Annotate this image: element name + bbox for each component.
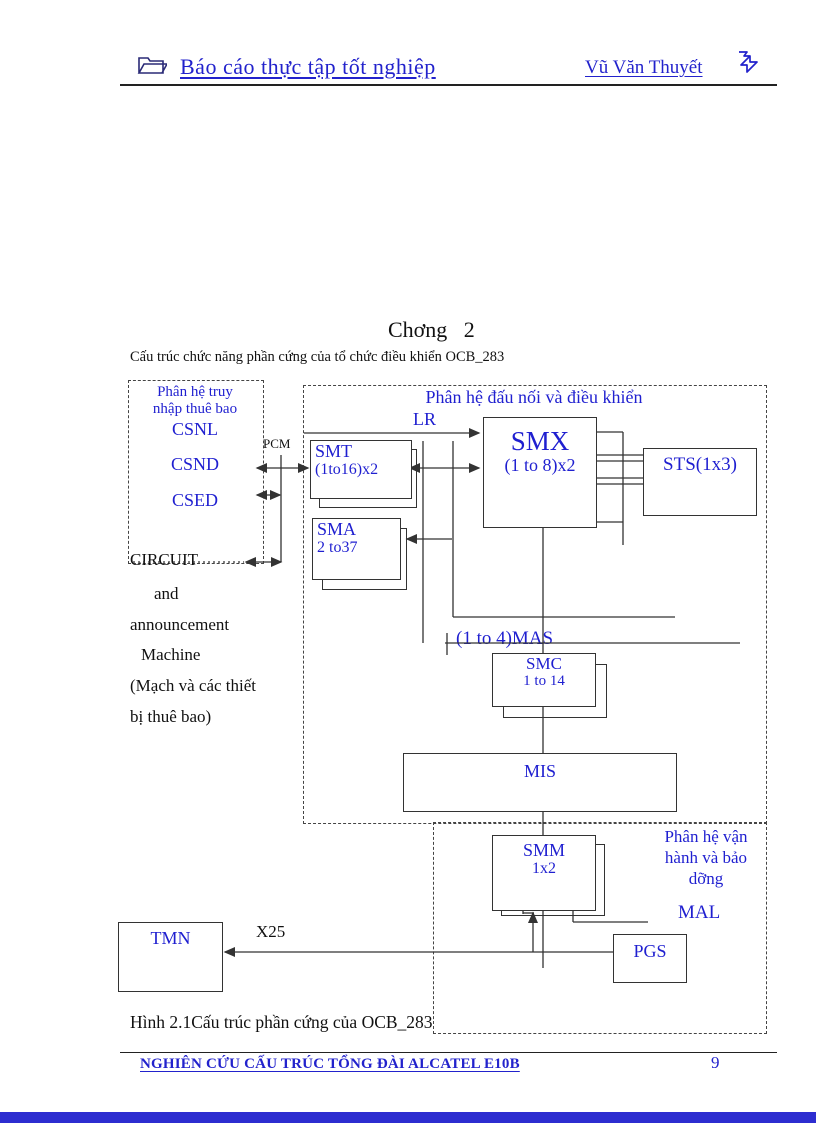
- report-title: Báo cáo thực tập tốt nghiệp: [180, 54, 436, 79]
- pgs-box: PGS: [613, 934, 687, 983]
- sts-box-title: STS(1x3): [663, 454, 737, 475]
- mas-label: (1 to 4)MAS: [456, 628, 554, 649]
- smc-box: SMC 1 to 14: [492, 653, 596, 707]
- smt-box: SMT (1to16)x2: [310, 440, 412, 499]
- circuit-note-line: announcement: [130, 615, 230, 634]
- smx-box: SMX (1 to 8)x2: [483, 417, 597, 528]
- operation-maintenance-frame: [433, 822, 767, 1034]
- om-label-line3: dỡng: [688, 869, 724, 888]
- circuit-note-line: Machine: [141, 645, 201, 664]
- author-name: Vũ Văn Thuyết: [585, 57, 703, 78]
- footer-title: NGHIÊN CỨU CẤU TRÚC TỔNG ĐÀI ALCATEL E10…: [140, 1056, 520, 1072]
- mal-label: MAL: [678, 902, 721, 923]
- smc-box-title: SMC: [526, 654, 562, 673]
- tmn-box: TMN: [118, 922, 223, 992]
- chapter-subtitle: Cấu trúc chức năng phần cứng của tổ chức…: [130, 349, 505, 365]
- control-subsystem-label: Phân hệ đấu nối và điều khiển: [425, 387, 643, 407]
- circuit-note-line: (Mạch và các thiết: [130, 676, 257, 695]
- connection-control-frame: [303, 385, 767, 824]
- smc-box-count: 1 to 14: [523, 673, 565, 689]
- access-subsystem-label-line1: Phân hệ truy: [157, 384, 233, 400]
- smm-box: SMM 1x2: [492, 835, 596, 911]
- smm-box-count: 1x2: [532, 860, 556, 877]
- chapter-title: Chơng 2: [388, 317, 475, 342]
- header-rule: [120, 84, 777, 86]
- csnd-label: CSND: [170, 454, 219, 474]
- sma-box: SMA 2 to37: [312, 518, 401, 580]
- om-label-line1: Phân hệ vận: [664, 827, 748, 846]
- pcm-label: PCM: [263, 436, 291, 451]
- circuit-note-line: CIRCUIT: [130, 550, 198, 569]
- circuit-note-line: bị thuê bao): [130, 707, 212, 726]
- send-icon: [735, 48, 763, 76]
- smm-box-title: SMM: [522, 840, 566, 860]
- pgs-box-title: PGS: [633, 941, 667, 961]
- figure-caption: Hình 2.1Cấu trúc phần cứng của OCB_283: [130, 1012, 433, 1032]
- smx-box-title: SMX: [510, 426, 570, 456]
- om-label-line2: hành và bảo: [664, 848, 748, 867]
- x25-label: X25: [256, 922, 286, 941]
- page-number: 9: [711, 1053, 720, 1072]
- folder-icon: [137, 53, 167, 76]
- csed-label: CSED: [171, 490, 218, 510]
- sma-box-title: SMA: [317, 519, 357, 539]
- bottom-bar: [0, 1112, 816, 1123]
- circuit-note-line: and: [154, 584, 179, 603]
- lr-label: LR: [413, 409, 437, 429]
- access-subsystem-label-line2: nhập thuê bao: [152, 401, 238, 417]
- sma-box-count: 2 to37: [317, 539, 358, 556]
- sts-box: STS(1x3): [643, 448, 757, 516]
- smt-box-count: (1to16)x2: [315, 461, 379, 478]
- om-subsystem-label: Phân hệ vận hành và bảo dỡng: [640, 826, 772, 889]
- smt-box-title: SMT: [315, 441, 353, 461]
- tmn-box-title: TMN: [150, 928, 191, 948]
- footer-rule: [120, 1052, 777, 1053]
- smx-box-count: (1 to 8)x2: [504, 455, 576, 475]
- mis-box: MIS: [403, 753, 677, 812]
- csnl-label: CSNL: [171, 419, 218, 439]
- mis-box-title: MIS: [523, 761, 556, 781]
